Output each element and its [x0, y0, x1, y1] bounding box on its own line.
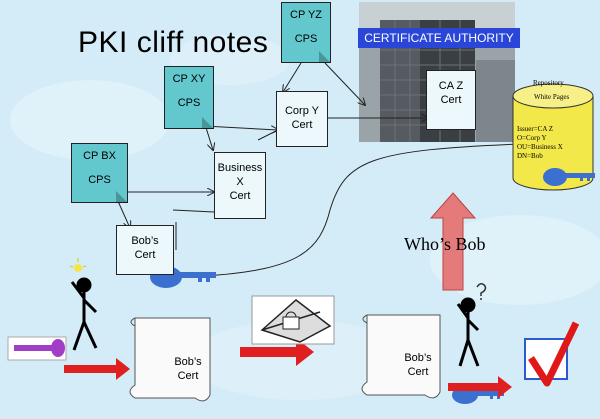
question-text: Who’s Bob: [404, 234, 486, 254]
envelope-icon: [251, 295, 335, 345]
cert-line: Corp Y: [284, 105, 320, 117]
scroll-icon: [129, 317, 211, 402]
scroll-cert-text: Bob’s Cert: [168, 355, 208, 383]
scroll-icon: [361, 314, 441, 399]
red-arrow: [240, 338, 314, 366]
bobs-cert: Bob’s Cert: [116, 225, 174, 275]
red-arrow: [64, 358, 130, 380]
red-arrow: [448, 376, 512, 398]
cert-line: Bob’s: [404, 352, 432, 364]
cert-line: Cert: [177, 370, 199, 382]
cps-document-xy: CP XY CPS: [164, 66, 214, 129]
repository-caption: Repository: [533, 79, 564, 87]
repository-entry: DN=Bob: [517, 152, 543, 160]
stick-figure-icon: [70, 277, 98, 351]
lightbulb-icon: [69, 258, 87, 272]
database-icon: [512, 83, 594, 191]
cps-document-bx: CP BX CPS: [71, 143, 128, 203]
background-clouds: [10, 35, 600, 400]
cps-document-yz: CP YZ CPS: [281, 2, 331, 63]
cert-line: Cert: [440, 94, 462, 106]
certificate-authority-label: CERTIFICATE AUTHORITY: [358, 28, 520, 48]
corp-y-cert: Corp Y Cert: [276, 91, 328, 147]
cps-title: CP XY: [172, 73, 206, 85]
repository-subcaption: White Pages: [534, 93, 570, 101]
cert-line: Cert: [134, 249, 156, 261]
key-icon: [543, 168, 595, 186]
repository-entries: Issuer=CA Z O=Corp Y OU=Business X DN=Bo…: [517, 125, 563, 161]
business-x-cert: Business X Cert: [214, 152, 266, 219]
question-mark-icon: [476, 283, 487, 300]
cert-line: X: [236, 176, 244, 188]
scroll-cert-text: Bob’s Cert: [398, 351, 438, 379]
ca-z-cert: CA Z Cert: [426, 70, 476, 130]
cert-line: Business: [217, 162, 263, 174]
cps-label: CPS: [177, 97, 201, 109]
key-icon: [7, 336, 67, 361]
cert-line: Cert: [291, 119, 313, 131]
diagram-title: PKI cliff notes: [78, 26, 269, 59]
cps-label: CPS: [294, 33, 318, 45]
repository-entry: Issuer=CA Z: [517, 125, 554, 133]
cert-line: CA Z: [438, 80, 464, 92]
repository-entry: O=Corp Y: [517, 134, 547, 142]
cert-line: Bob’s: [131, 235, 159, 247]
checkmark-icon: [524, 321, 580, 387]
cert-line: Cert: [229, 190, 251, 202]
stick-figure-icon: [456, 297, 480, 367]
cert-line: Cert: [407, 366, 429, 378]
repository-entry: OU=Business X: [517, 143, 563, 151]
cert-line: Bob’s: [174, 356, 202, 368]
up-arrow: [429, 192, 477, 291]
cps-title: CP BX: [83, 150, 116, 162]
cps-title: CP YZ: [290, 9, 322, 21]
cps-label: CPS: [88, 174, 111, 186]
